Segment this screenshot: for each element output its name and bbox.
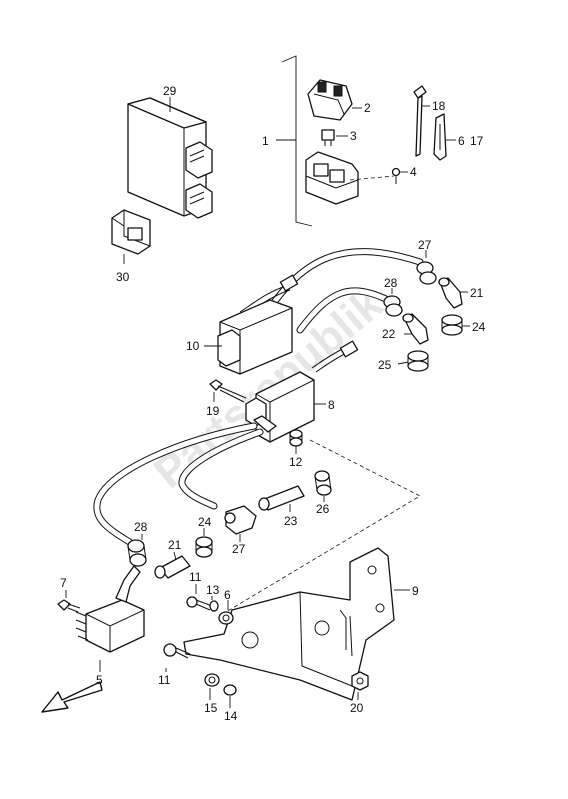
fuse-part-3[interactable] [321,129,335,146]
callout-28-top: 28 [384,276,398,290]
cap-part-26[interactable] [314,470,332,496]
callout-15: 15 [204,701,218,715]
plug-cap-part-27-top[interactable] [416,261,437,285]
plug-cap-part-28-bottom[interactable] [127,539,147,567]
coil-cable-lower [93,422,264,550]
callout-6-lower: 6 [224,588,231,602]
bolt-part-19[interactable] [209,379,247,403]
callout-27-top: 27 [418,238,432,252]
plug-boot-part-21-bottom[interactable] [154,555,191,579]
bolt-part-11-upper[interactable] [186,596,213,611]
coil-cable-upper [258,248,424,334]
screw-part-4[interactable] [391,167,401,185]
callout-21-bottom: 21 [168,538,182,552]
callout-13: 13 [206,583,220,597]
relay-holder[interactable] [305,151,359,205]
callout-11-upper: 11 [189,570,202,584]
bolt-part-7[interactable] [57,599,81,613]
callout-9: 9 [412,584,419,598]
bolt-part-11-lower[interactable] [163,643,191,659]
callout-11-lower: 11 [158,673,171,687]
callout-1: 1 [262,134,269,148]
ecu-unit[interactable] [127,97,213,219]
starter-relay-part-2[interactable] [307,79,353,121]
callout-18: 18 [432,99,446,113]
plug-cap-part-27-bottom[interactable] [224,505,257,535]
callout-12: 12 [289,455,303,469]
callout-25: 25 [378,358,392,372]
callout-14: 14 [224,709,238,723]
plug-boot-part-21-top[interactable] [438,277,463,309]
callout-26: 26 [316,502,330,516]
callout-22: 22 [382,327,396,341]
spacer-part-12[interactable] [289,429,303,447]
callout-21-top: 21 [470,286,484,300]
callout-19: 19 [206,404,220,418]
ignition-coil-part-8[interactable] [245,371,315,443]
plug-boot-part-22[interactable] [402,313,429,345]
connector-part-30[interactable] [111,209,151,255]
nut-part-20[interactable] [351,671,369,691]
rectifier-part-5[interactable] [75,565,145,653]
callout-3: 3 [350,129,357,143]
collar-part-14[interactable] [223,684,237,696]
collar-part-13[interactable] [209,600,219,612]
callout-27-bottom: 27 [232,542,246,556]
callout-20: 20 [350,701,364,715]
cable-tie-part-18[interactable] [413,85,427,157]
bracket-part-9[interactable] [183,547,395,701]
callout-29: 29 [163,84,177,98]
callout-10: 10 [186,339,200,353]
cap-part-24-bottom[interactable] [195,536,213,558]
cap-part-25[interactable] [407,350,429,372]
clamp-part-6-17[interactable] [433,113,447,161]
plug-cap-part-28-top[interactable] [383,295,403,317]
callout-24-bottom: 24 [198,515,212,529]
callout-28-bottom: 28 [134,520,148,534]
callout-30: 30 [116,270,130,284]
callout-4: 4 [410,165,417,179]
callout-8: 8 [328,398,335,412]
cap-part-24-top[interactable] [441,314,463,336]
callout-2: 2 [364,101,371,115]
callout-17: 17 [470,134,484,148]
plug-boot-part-23[interactable] [258,485,305,511]
callout-24-top: 24 [472,320,486,334]
callout-23: 23 [284,514,298,528]
callout-6: 6 [458,134,465,148]
callout-7: 7 [60,576,67,590]
callout-5: 5 [96,673,103,687]
grommet-part-15[interactable] [204,673,220,687]
ignition-coil-part-10[interactable] [217,299,293,375]
front-direction-arrow-icon [41,681,103,713]
grommet-part-6-lower[interactable] [218,611,234,625]
